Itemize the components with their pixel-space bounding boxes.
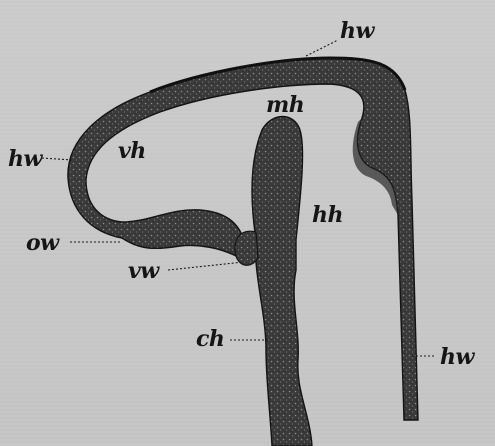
label-mh: mh — [266, 94, 304, 116]
label-hw-left: hw — [8, 148, 42, 170]
label-hw-right: hw — [440, 346, 474, 368]
ventral-wall-protrusion — [235, 231, 258, 265]
label-ow: ow — [26, 232, 59, 254]
label-ch: ch — [196, 328, 224, 350]
label-vh: vh — [118, 140, 146, 162]
label-hw-top: hw — [340, 20, 374, 42]
label-hh: hh — [312, 204, 343, 226]
label-vw: vw — [128, 260, 159, 282]
